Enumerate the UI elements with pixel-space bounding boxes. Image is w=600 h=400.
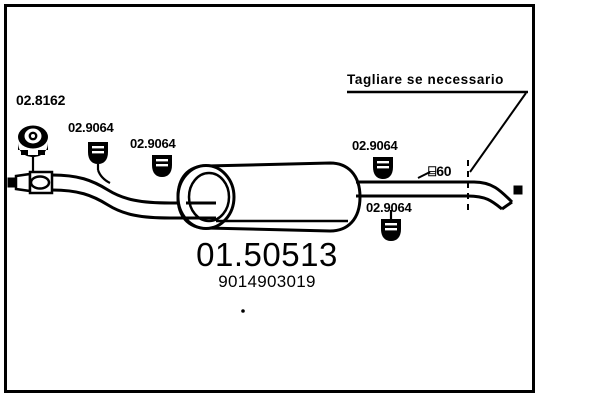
hanger-mount-icon	[18, 125, 48, 157]
muffler-body	[176, 161, 362, 233]
tail-pipe	[356, 180, 523, 211]
label-clamp-3-part: 02.9064	[352, 138, 398, 153]
tail-end-marker	[513, 185, 523, 195]
diameter-leader	[417, 171, 431, 179]
label-clamp-4-part: 02.9064	[366, 200, 412, 215]
clamp-icon-1	[88, 142, 108, 170]
clamp-icon-2	[152, 155, 172, 177]
drawing-frame	[4, 4, 535, 393]
label-cut-note: Tagliare se necessario	[347, 72, 505, 87]
inlet-flange	[7, 170, 54, 195]
label-clamp-2-part: 02.9064	[130, 136, 176, 151]
label-part-number: 01.50513	[196, 236, 338, 273]
cut-note-leader	[347, 90, 528, 173]
clamp-icon-3	[373, 157, 393, 179]
mount-connector-lines	[31, 157, 111, 184]
exhaust-assembly	[7, 160, 523, 233]
registration-dot	[241, 309, 245, 313]
clamp-icon-4	[381, 210, 401, 241]
label-clamp-1-part: 02.9064	[68, 120, 114, 135]
label-oem-number: 9014903019	[218, 272, 316, 291]
label-pipe-diameter: ⌸60	[428, 163, 452, 179]
label-hanger-part: 02.8162	[16, 92, 66, 108]
